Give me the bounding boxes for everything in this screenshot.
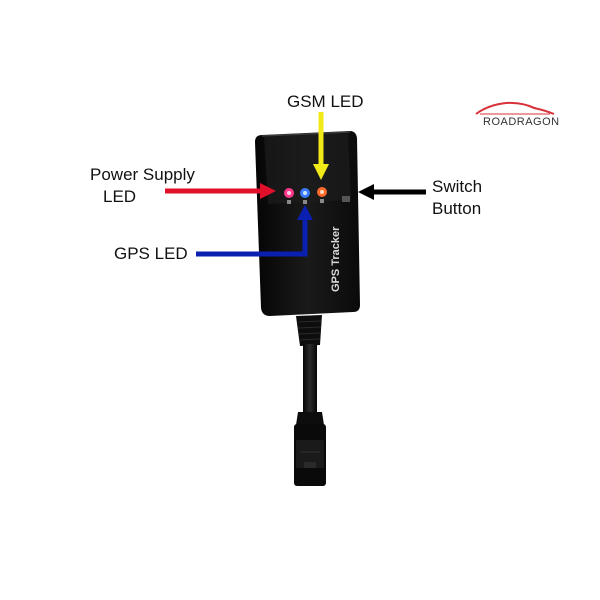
- gsm-led: [317, 187, 327, 197]
- gsm-led-label: GSM LED: [287, 92, 364, 111]
- gsm-arrow: [313, 112, 329, 180]
- gps-led-label: GPS LED: [114, 244, 188, 263]
- cable: [296, 315, 322, 414]
- power-led: [284, 188, 294, 198]
- gps-arrow: [196, 205, 313, 257]
- power-supply-label-line1: Power Supply: [90, 165, 195, 184]
- logo-text: ROADRAGON: [483, 116, 560, 128]
- power-supply-label-line2: LED: [103, 187, 137, 206]
- gps-led: [300, 188, 310, 198]
- switch-label-line1: Switch: [432, 177, 483, 196]
- switch-arrow: [358, 184, 426, 200]
- switch-button[interactable]: [342, 196, 350, 202]
- device-label: GPS Tracker: [330, 226, 342, 292]
- power-arrow: [165, 183, 276, 199]
- switch-label-line2: Button: [432, 199, 482, 218]
- roadragon-logo: [475, 101, 555, 115]
- connector: [294, 412, 326, 486]
